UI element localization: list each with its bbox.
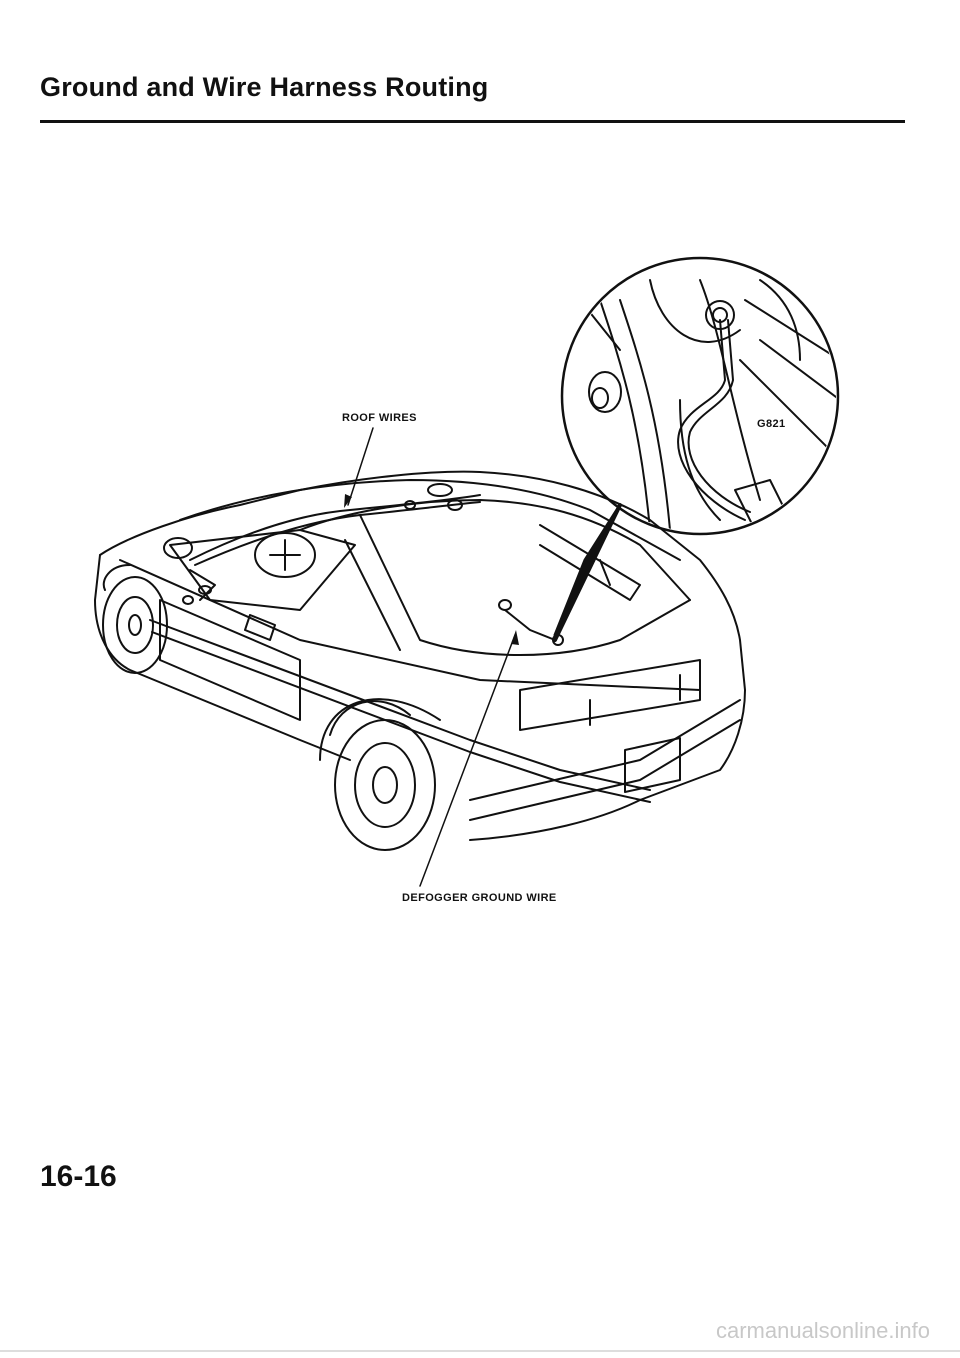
- page-title: Ground and Wire Harness Routing: [40, 72, 489, 102]
- roof-arrow: [344, 494, 352, 508]
- defogger-ground-wire-label: DEFOGGER GROUND WIRE: [402, 892, 557, 904]
- callout-leader-lines: [347, 427, 516, 887]
- roof-wires-label: ROOF WIRES: [342, 412, 417, 424]
- bottom-divider: [0, 1350, 960, 1352]
- car-illustration: [94, 470, 746, 851]
- page-number: 16-16: [40, 1160, 117, 1193]
- roof-wire-harness: [182, 483, 564, 646]
- defogger-arrow: [511, 630, 519, 645]
- ground-detail-inset: [560, 256, 840, 536]
- watermark: carmanualsonline.info: [715, 1318, 930, 1343]
- title-divider: [40, 120, 905, 123]
- g821-ground-label: G821: [757, 418, 786, 430]
